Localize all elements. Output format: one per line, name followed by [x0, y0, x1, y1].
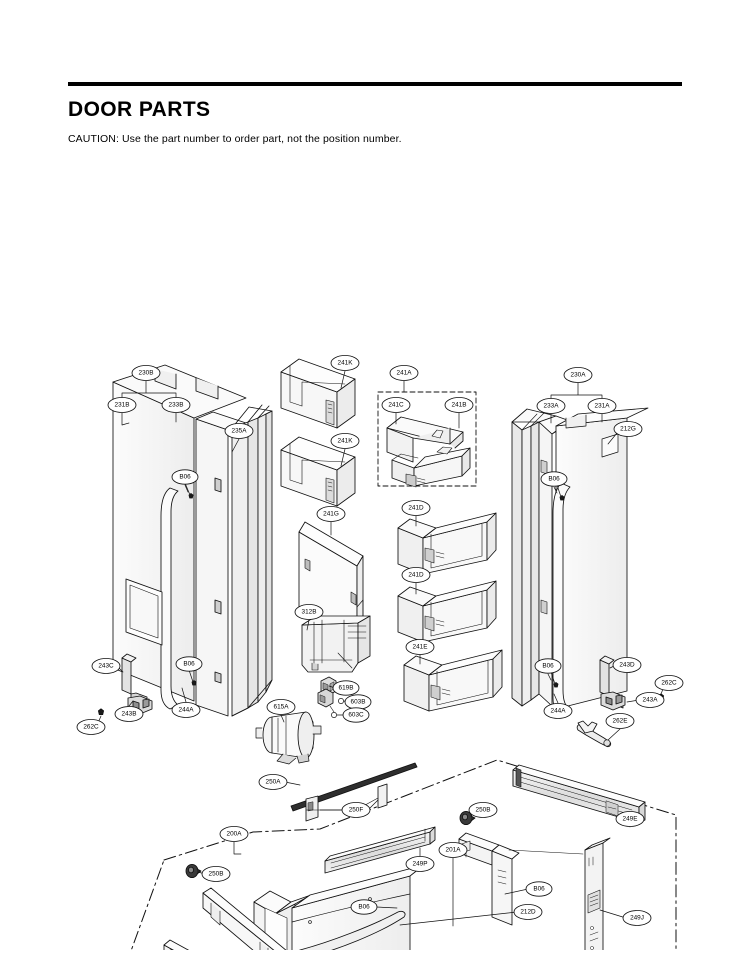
- callout-b06-right-upper: B06: [548, 476, 560, 483]
- bottom-drawer-assembly: [130, 759, 677, 950]
- callout-250F: 250F: [349, 807, 364, 814]
- caution-note: CAUTION: Use the part number to order pa…: [68, 133, 402, 145]
- callout-212G: 212G: [620, 426, 636, 433]
- callout-241K-upper: 241K: [338, 360, 354, 367]
- callout-243D: 243D: [619, 662, 635, 669]
- callout-249P: 249P: [413, 861, 428, 868]
- callout-200A: 200A: [227, 831, 243, 838]
- callout-b06-drawer-right: B06: [533, 886, 545, 893]
- callout-b06-right-lower: B06: [542, 663, 554, 670]
- callout-231A: 231A: [595, 403, 611, 410]
- callout-262C-left: 262C: [83, 724, 99, 731]
- callout-233B: 233B: [169, 402, 184, 409]
- callout-b06-left-lower: B06: [183, 661, 195, 668]
- callout-233A: 233A: [544, 403, 560, 410]
- callout-212D: 212D: [520, 909, 536, 916]
- door-bins: [280, 358, 477, 507]
- callout-619B: 619B: [339, 685, 354, 692]
- callout-241G: 241G: [323, 511, 339, 518]
- callout-250A: 250A: [266, 779, 282, 786]
- callout-249J: 249J: [630, 915, 644, 922]
- callout-244A-left: 244A: [179, 707, 195, 714]
- callout-262C-right: 262C: [661, 680, 677, 687]
- callout-230A: 230A: [571, 372, 587, 379]
- callout-243B: 243B: [122, 711, 137, 718]
- callout-231B: 231B: [115, 402, 130, 409]
- callout-241K-lower: 241K: [338, 438, 354, 445]
- callout-241E: 241E: [413, 644, 428, 651]
- callout-603B: 603B: [351, 699, 366, 706]
- callout-241D-upper: 241D: [408, 505, 424, 512]
- callout-250B-left: 250B: [209, 871, 224, 878]
- callout-241C: 241C: [388, 402, 404, 409]
- callout-312B: 312B: [302, 609, 317, 616]
- callout-249E: 249E: [623, 816, 638, 823]
- callout-bubbles: [76, 355, 684, 926]
- callout-243A: 243A: [643, 697, 659, 704]
- right-door-assembly: [511, 407, 665, 748]
- callout-230B: 230B: [139, 370, 154, 377]
- callout-250B-right: 250B: [476, 807, 491, 814]
- callout-244A-right: 244A: [551, 708, 567, 715]
- callout-262E: 262E: [613, 718, 628, 725]
- callout-603C: 603C: [348, 712, 364, 719]
- parts-diagram: 230B 231B 233B 235A B06 243C B06 243B 26…: [0, 160, 750, 950]
- header-rule: [68, 82, 682, 86]
- callout-b06-drawer-left: B06: [358, 904, 370, 911]
- callout-235A: 235A: [232, 428, 248, 435]
- callout-b06-left-upper: B06: [179, 474, 191, 481]
- callout-241D-lower: 241D: [408, 572, 424, 579]
- callout-241B: 241B: [452, 402, 467, 409]
- callout-615A: 615A: [274, 704, 290, 711]
- page-title: DOOR PARTS: [68, 98, 211, 121]
- callout-201A: 201A: [446, 847, 462, 854]
- callout-243C: 243C: [98, 663, 114, 670]
- callout-labels: 230B 231B 233B 235A B06 243C B06 243B 26…: [83, 360, 677, 922]
- callout-241A: 241A: [397, 370, 413, 377]
